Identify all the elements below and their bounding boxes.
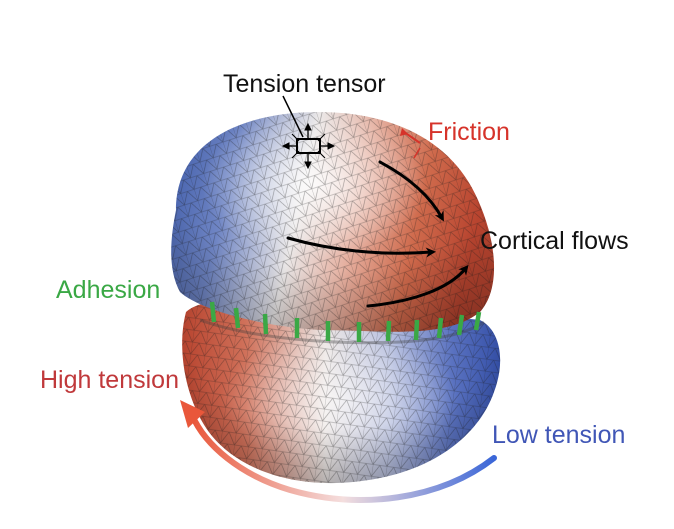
- low-tension-label: Low tension: [492, 421, 626, 449]
- cortical-flows-label: Cortical flows: [480, 227, 629, 255]
- adhesion-label: Adhesion: [56, 276, 161, 304]
- cortical-flow-arrows: [286, 160, 469, 308]
- adhesion-tick-icon: [209, 301, 217, 323]
- high-tension-label: High tension: [40, 366, 179, 394]
- cortical-flow-arrow-icon: [378, 160, 444, 222]
- adhesion-tick-icon: [456, 314, 465, 336]
- adhesion-tick-icon: [436, 317, 444, 339]
- upper-cell: [171, 112, 495, 332]
- adhesion-tick-icon: [413, 319, 420, 341]
- tension-tensor-label: Tension tensor: [223, 70, 386, 98]
- adhesion-tick-icon: [262, 313, 269, 335]
- adhesion-tick-icon: [385, 320, 392, 342]
- tension-gradient-arrow-icon: [180, 400, 497, 503]
- adhesion-ticks: [209, 301, 482, 342]
- adhesion-tick-icon: [473, 311, 482, 331]
- friction-label: Friction: [428, 118, 510, 146]
- cortical-flow-arrow-icon: [286, 236, 436, 258]
- adhesion-tick-icon: [233, 307, 241, 329]
- tension-tensor-box-icon: [281, 95, 336, 170]
- cortical-flow-arrow-icon: [366, 264, 469, 308]
- friction-marker-icon: [400, 128, 421, 159]
